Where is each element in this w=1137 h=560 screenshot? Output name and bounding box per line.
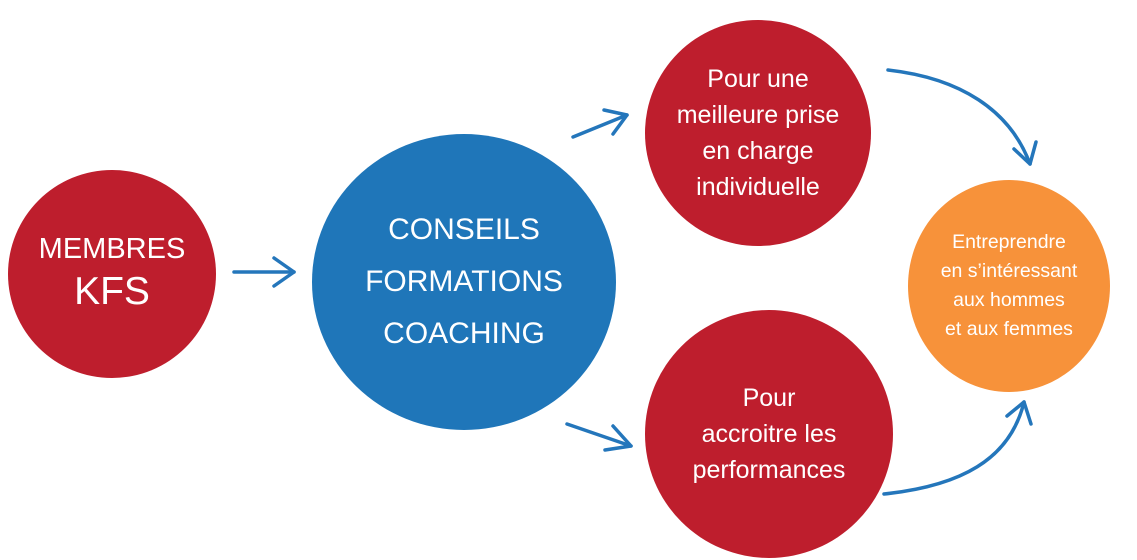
node-prise-line-3: en charge bbox=[702, 137, 814, 165]
node-conseils-line-1: CONSEILS bbox=[388, 213, 540, 246]
arrow-conseils-to-prise bbox=[571, 108, 629, 139]
node-conseils-formations-coaching: CONSEILS FORMATIONS COACHING bbox=[312, 134, 616, 430]
node-membres-kfs: MEMBRES KFS bbox=[8, 170, 216, 378]
node-prise-line-2: meilleure prise bbox=[676, 101, 840, 129]
node-conseils-line-2: FORMATIONS bbox=[365, 265, 563, 298]
node-membres-line-2: KFS bbox=[74, 270, 150, 313]
node-entreprendre-line-4: et aux femmes bbox=[945, 318, 1073, 340]
node-prise-line-1: Pour une bbox=[707, 65, 809, 93]
node-prise-en-charge: Pour une meilleure prise en charge indiv… bbox=[645, 20, 871, 246]
node-entreprendre-line-2: en s’intéressant bbox=[940, 260, 1078, 282]
node-entreprendre-line-1: Entreprendre bbox=[952, 231, 1066, 253]
node-performances-line-2: accroitre les bbox=[701, 420, 837, 448]
node-membres-line-1: MEMBRES bbox=[38, 233, 186, 265]
arrow-performances-to-entreprendre bbox=[882, 400, 1033, 496]
arrow-membres-to-conseils bbox=[232, 256, 296, 288]
arrow-prise-to-entreprendre bbox=[886, 68, 1038, 166]
node-performances-line-1: Pour bbox=[742, 384, 796, 412]
arrow-conseils-to-performances bbox=[565, 422, 633, 452]
node-conseils-line-3: COACHING bbox=[383, 317, 545, 350]
node-entreprendre-line-3: aux hommes bbox=[953, 289, 1065, 311]
node-entreprendre: Entreprendre en s’intéressant aux hommes… bbox=[908, 180, 1110, 392]
node-prise-line-4: individuelle bbox=[696, 173, 820, 201]
node-performances-line-3: performances bbox=[692, 456, 846, 484]
node-performances: Pour accroitre les performances bbox=[645, 310, 893, 558]
